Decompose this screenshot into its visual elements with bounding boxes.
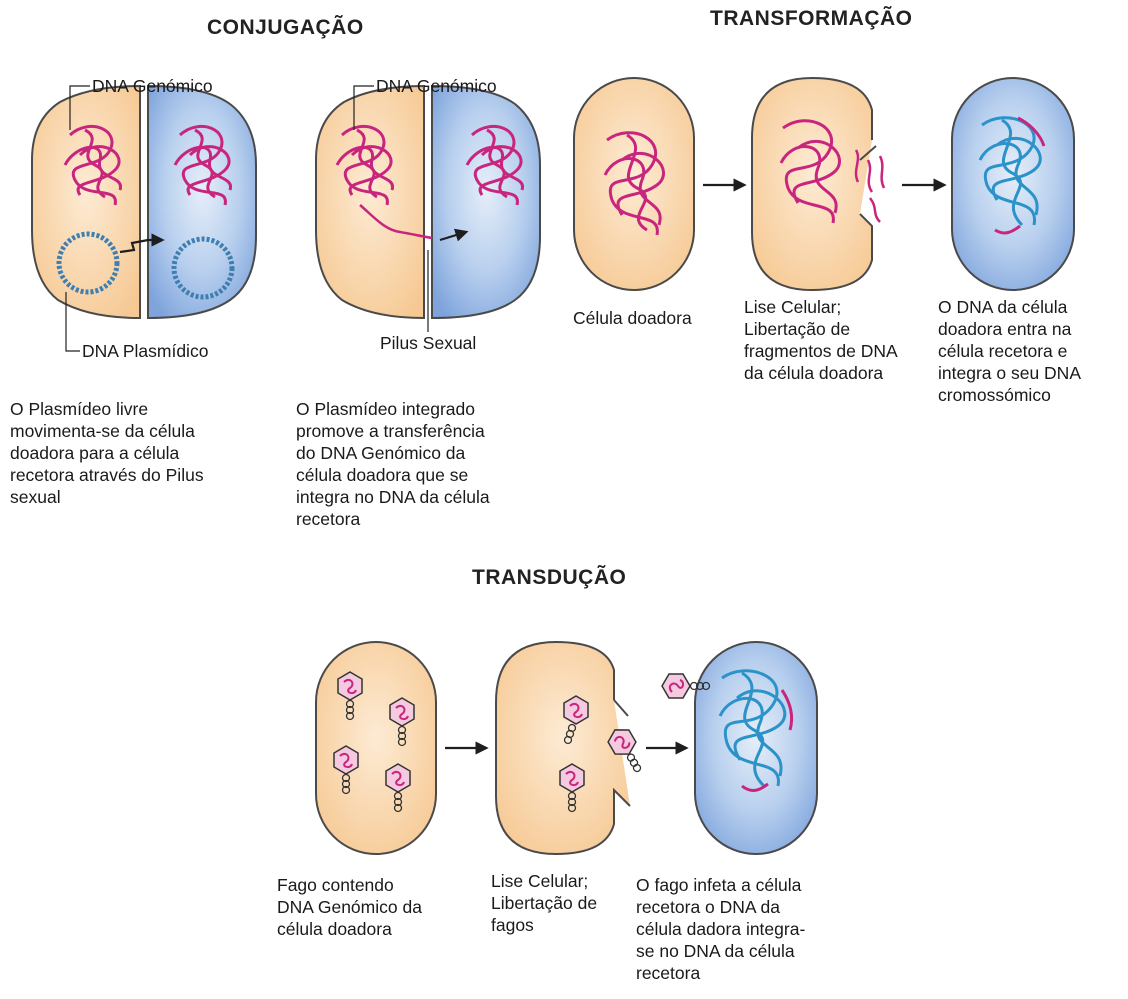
- donor-cell: [316, 642, 436, 854]
- heading-transducao: TRANSDUÇÃO: [472, 566, 626, 590]
- caption-conjugation-2: O Plasmídeo integrado promove a transfer…: [296, 398, 490, 530]
- caption-phage-infection: O fago infeta a célula recetora o DNA da…: [636, 874, 805, 984]
- recipient-cell: [952, 78, 1074, 290]
- conjugation-panel-1: [32, 86, 256, 351]
- label-dna-plasmidico: DNA Plasmídico: [82, 341, 208, 362]
- recipient-cell: [148, 86, 256, 318]
- conjugation-panel-2: [316, 86, 540, 332]
- donor-cell: [574, 78, 694, 290]
- label-dna-genomico-2: DNA Genómico: [376, 76, 497, 97]
- heading-conjugacao: CONJUGAÇÃO: [207, 16, 364, 40]
- lysed-cell: [752, 78, 876, 290]
- recipient-cell: [432, 86, 540, 318]
- donor-cell: [316, 86, 424, 318]
- recipient-cell: [695, 642, 817, 854]
- transformation-panel: [574, 78, 1074, 290]
- lysed-cell: [496, 642, 630, 854]
- caption-cell-lysis: Lise Celular; Libertação de fragmentos d…: [744, 296, 898, 384]
- transduction-panel: [316, 642, 817, 854]
- label-pilus-sexual: Pilus Sexual: [380, 333, 476, 354]
- caption-dna-uptake: O DNA da célula doadora entra na célula …: [938, 296, 1081, 406]
- caption-conjugation-1: O Plasmídeo livre movimenta-se da célula…: [10, 398, 204, 508]
- heading-transformacao: TRANSFORMAÇÃO: [710, 7, 912, 31]
- donor-cell: [32, 86, 140, 318]
- label-dna-genomico-1: DNA Genómico: [92, 76, 213, 97]
- caption-phage-donor-dna: Fago contendo DNA Genómico da célula doa…: [277, 874, 422, 940]
- caption-donor-cell: Célula doadora: [573, 307, 692, 329]
- caption-phage-release: Lise Celular; Libertação de fagos: [491, 870, 597, 936]
